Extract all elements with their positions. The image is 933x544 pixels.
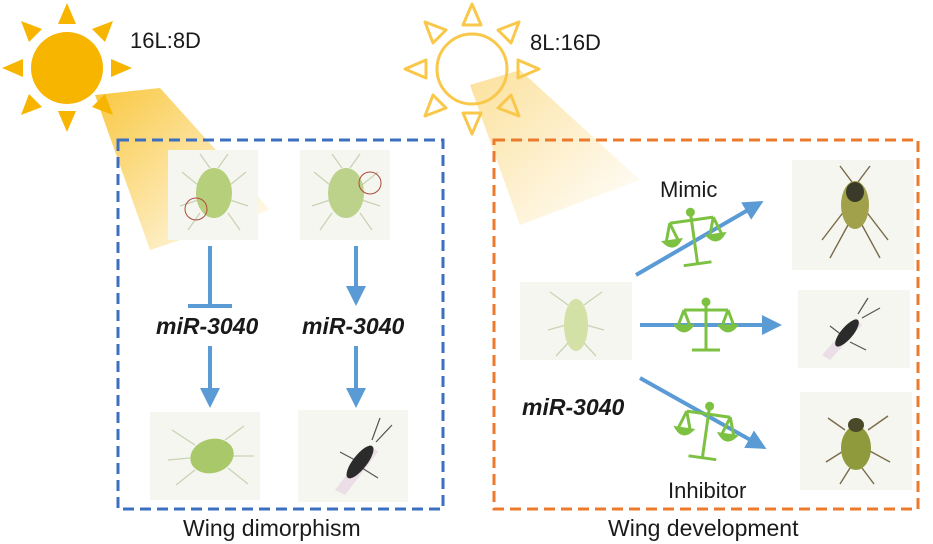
right-mirna-label: miR-3040 [302,313,405,339]
balance-scale-icon [673,401,740,462]
balance-scale-icon [660,207,727,268]
winged-aphid-icon [821,165,889,259]
inhibition-arrow [188,246,232,308]
photo-aphid-long-day-top [168,150,258,240]
wingless-aphid-icon [167,425,254,486]
photo-aphid-mimic-result [792,160,914,270]
wingless-aphid-icon [547,291,605,357]
photo-aphid-control-result [798,290,910,368]
wingless-aphid-icon [311,153,382,231]
photo-aphid-winged-result [298,410,408,502]
winged-aphid-icon [825,415,891,485]
treatment-mirna-label: miR-3040 [522,394,625,420]
photo-aphid-inhibitor-result [800,392,912,490]
sun-icon [2,3,132,132]
sun-icon [403,2,541,136]
photo-aphid-treatment [520,282,632,360]
winged-aphid-icon [822,297,881,360]
photo-aphid-wingless-result [150,412,260,500]
wing-dimorphism-title: Wing dimorphism [183,515,361,541]
wing-dimorphism-box [116,138,445,511]
wingless-aphid-icon [179,153,249,231]
winged-aphid-icon [335,417,393,495]
long-day-photoperiod-label: 16L:8D [130,28,201,53]
balance-scale-icon [672,297,740,352]
short-day-photoperiod-label: 8L:16D [530,30,601,55]
mimic-label: Mimic [660,177,718,202]
photo-aphid-short-day-top [300,150,390,240]
wing-development-box [492,138,920,511]
inhibitor-label: Inhibitor [668,478,747,503]
short-day-light-beam [470,70,640,225]
left-mirna-label: miR-3040 [156,313,259,339]
wing-development-title: Wing development [608,515,799,541]
